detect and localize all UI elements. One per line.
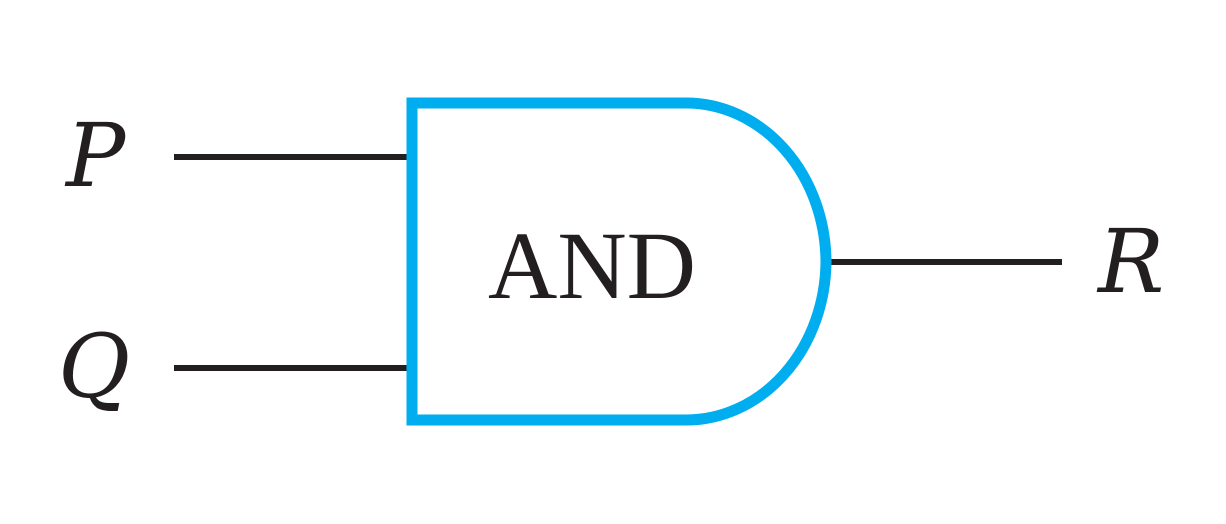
- and-gate-body: [406, 97, 832, 426]
- output-label-r: R: [1096, 210, 1164, 313]
- input-label-p: P: [64, 104, 127, 207]
- gate-label: AND: [488, 212, 696, 319]
- input-label-q: Q: [58, 315, 130, 418]
